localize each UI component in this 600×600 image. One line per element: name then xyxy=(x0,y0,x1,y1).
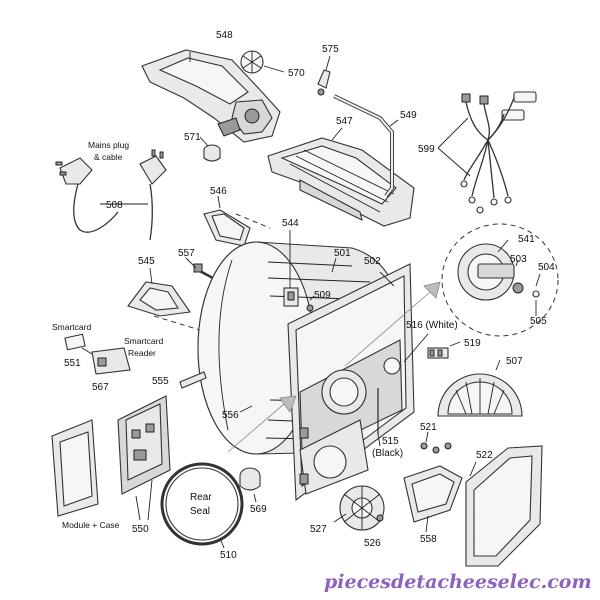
lint-filter-part[interactable] xyxy=(127,267,201,331)
label-547: 547 xyxy=(336,116,353,127)
label-510: 510 xyxy=(220,550,237,561)
water-container-housing-part[interactable] xyxy=(267,127,415,227)
fan-part[interactable] xyxy=(333,485,385,531)
latch-part[interactable] xyxy=(283,230,299,307)
assembly-arrow-1 xyxy=(344,281,441,367)
capacitor-part[interactable] xyxy=(199,136,221,162)
pin-part[interactable] xyxy=(317,55,331,96)
label-507: 507 xyxy=(506,356,523,367)
label-545: 545 xyxy=(138,256,155,267)
label-519: 519 xyxy=(464,338,481,349)
label-550: 550 xyxy=(132,524,149,535)
label-575: 575 xyxy=(322,44,339,55)
label-551: 551 xyxy=(64,358,81,369)
label-546: 546 xyxy=(210,186,227,197)
label-599: 599 xyxy=(418,144,435,155)
label-501: 501 xyxy=(334,248,351,259)
label-527: 527 xyxy=(310,524,327,535)
label-516: 516 (White) xyxy=(406,320,458,331)
label-503: 503 xyxy=(510,254,527,265)
label-570: 570 xyxy=(288,68,305,79)
label-509: 509 xyxy=(314,290,331,301)
fan-cover-part[interactable] xyxy=(437,359,523,417)
label-571: 571 xyxy=(184,132,201,143)
screws-part[interactable] xyxy=(420,431,452,454)
bracket-part[interactable] xyxy=(403,465,463,533)
label-556: 556 xyxy=(222,410,239,421)
thermistor-part[interactable] xyxy=(377,388,381,447)
caption-rear-seal-1: Rear xyxy=(190,492,212,503)
label-544: 544 xyxy=(282,218,299,229)
label-569: 569 xyxy=(250,504,267,515)
back-cover-part[interactable] xyxy=(465,445,543,567)
assembly-arrow-2 xyxy=(227,395,297,453)
knob-part[interactable] xyxy=(240,50,285,74)
label-505: 505 xyxy=(530,316,547,327)
wiring-harness-part[interactable] xyxy=(437,91,537,214)
caption-smartcard: Smartcard xyxy=(52,322,91,332)
label-548: 548 xyxy=(216,30,233,41)
caption-reader-2: Reader xyxy=(128,348,156,358)
label-508: 508 xyxy=(106,200,123,211)
smartcard-reader-part[interactable] xyxy=(91,347,131,375)
caption-mains-2: & cable xyxy=(94,152,123,162)
part-number-labels: 548 575 570 547 549 571 599 508 546 544 … xyxy=(64,30,555,561)
connector-part[interactable] xyxy=(427,341,461,359)
label-521: 521 xyxy=(420,422,437,433)
label-557: 557 xyxy=(178,248,195,259)
mains-plug-cable-part[interactable] xyxy=(55,149,167,241)
screw-part[interactable] xyxy=(306,295,315,312)
label-504: 504 xyxy=(538,262,555,273)
label-567: 567 xyxy=(92,382,109,393)
caption-mains-1: Mains plug xyxy=(88,140,129,150)
label-515: 515 xyxy=(382,436,399,447)
label-549: 549 xyxy=(400,110,417,121)
rear-seal-part[interactable] xyxy=(160,462,244,549)
label-522: 522 xyxy=(476,450,493,461)
label-502: 502 xyxy=(364,256,381,267)
caption-module-case: Module + Case xyxy=(62,520,120,530)
captions: Mains plug & cable Smartcard Smartcard R… xyxy=(52,140,212,530)
label-515-black: (Black) xyxy=(372,448,403,459)
control-panel-housing-part[interactable] xyxy=(141,49,281,143)
motor-part[interactable] xyxy=(441,223,559,337)
label-555: 555 xyxy=(152,376,169,387)
watermark: piecesdetacheeselec.com xyxy=(324,571,592,593)
caption-reader-1: Smartcard xyxy=(124,336,163,346)
label-526: 526 xyxy=(364,538,381,549)
module-case-part[interactable] xyxy=(51,395,171,521)
tube-part[interactable] xyxy=(333,94,399,198)
label-541: 541 xyxy=(518,234,535,245)
front-panel-part[interactable] xyxy=(287,263,415,502)
strip-part[interactable] xyxy=(179,371,207,389)
roller-part[interactable] xyxy=(239,467,261,503)
smartcard-part[interactable] xyxy=(64,333,93,355)
thermostat-part[interactable] xyxy=(383,333,429,375)
caption-rear-seal-2: Seal xyxy=(190,506,210,517)
label-558: 558 xyxy=(420,534,437,545)
